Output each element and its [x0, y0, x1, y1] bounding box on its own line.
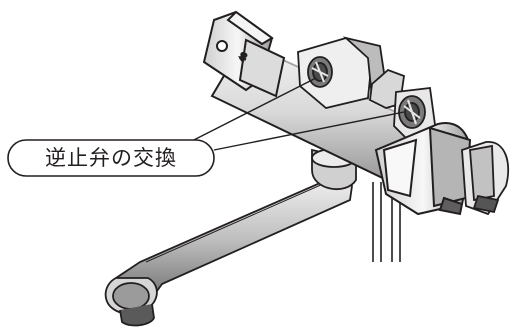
check-valve-lower: [369, 68, 437, 142]
wall-fitting-right: [461, 141, 510, 216]
callout: 逆止弁の交換: [7, 139, 215, 177]
spout: [104, 174, 353, 327]
callout-label: 逆止弁の交換: [45, 146, 177, 170]
callout-bubble: [7, 139, 215, 177]
flow-handle: [374, 122, 472, 216]
callout-leader-lines: [177, 77, 405, 151]
temperature-handle: 40: [202, 10, 286, 98]
